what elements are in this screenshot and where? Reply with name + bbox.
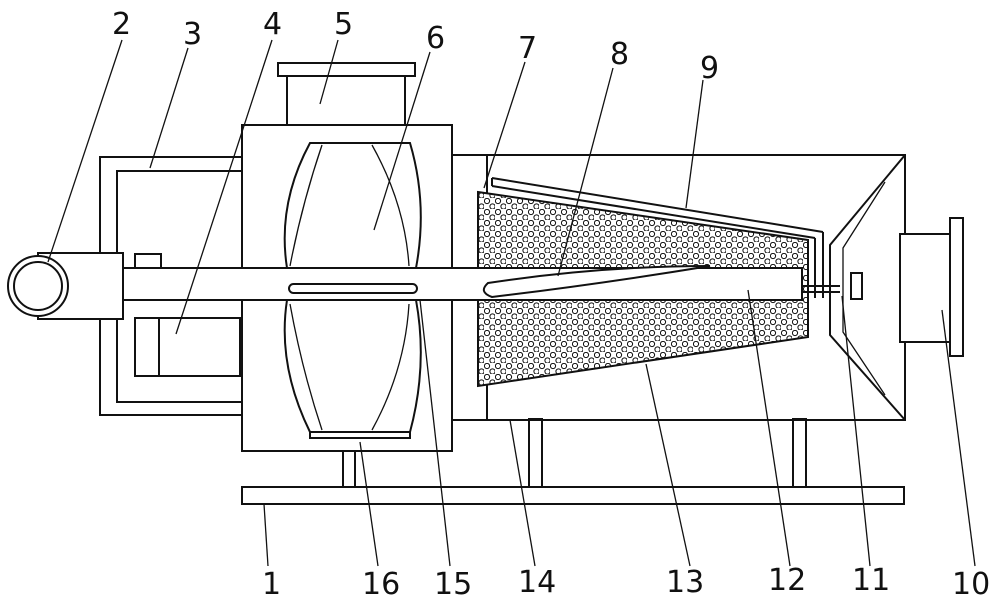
label-15: 15 bbox=[434, 567, 472, 602]
label-8: 8 bbox=[610, 37, 629, 72]
discharge-hopper bbox=[829, 154, 906, 421]
label-16: 16 bbox=[362, 567, 400, 602]
outlet-flange bbox=[899, 217, 964, 357]
spiral-blade bbox=[482, 265, 711, 299]
feed-inlet bbox=[277, 62, 416, 126]
coupling bbox=[7, 252, 124, 320]
label-13: 13 bbox=[666, 565, 704, 600]
bottom-outlet bbox=[309, 431, 411, 439]
label-3: 3 bbox=[183, 17, 202, 52]
leader-lines bbox=[47, 39, 976, 567]
shaft-connector bbox=[802, 272, 863, 300]
label-10: 10 bbox=[952, 567, 990, 602]
base-plate bbox=[241, 486, 905, 505]
label-12: 12 bbox=[768, 563, 806, 598]
label-2: 2 bbox=[112, 7, 131, 42]
label-5: 5 bbox=[334, 7, 353, 42]
label-11: 11 bbox=[852, 563, 890, 598]
label-9: 9 bbox=[700, 51, 719, 86]
label-7: 7 bbox=[518, 31, 537, 66]
label-14: 14 bbox=[518, 565, 556, 600]
drive-shaft bbox=[119, 267, 803, 301]
label-4: 4 bbox=[263, 7, 282, 42]
label-1: 1 bbox=[262, 567, 281, 602]
label-6: 6 bbox=[426, 21, 445, 56]
